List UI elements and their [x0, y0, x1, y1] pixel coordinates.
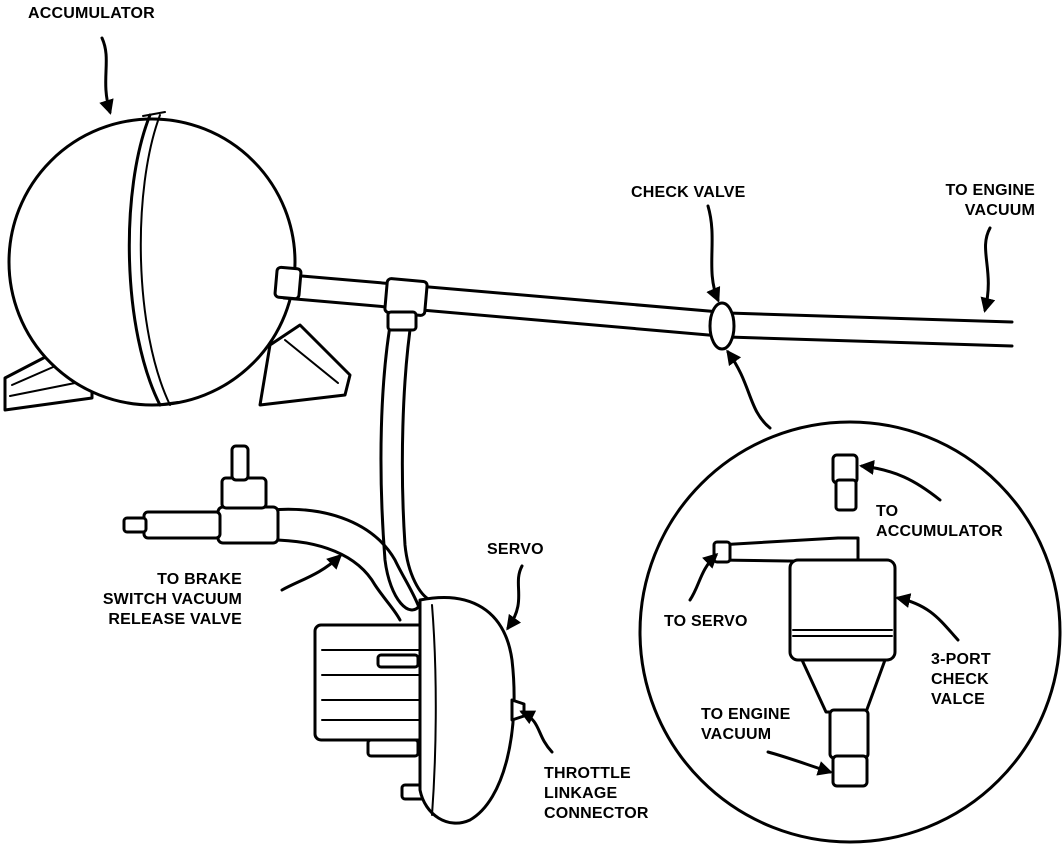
servo [313, 596, 526, 825]
label-line: VACUUM [701, 726, 772, 743]
label-line: VACUUM [964, 202, 1035, 219]
label-line: TO ENGINE [945, 182, 1035, 199]
label-to-servo: TO SERVO [664, 613, 748, 630]
label-line: ACCUMULATOR [876, 523, 1003, 540]
label-line: SWITCH VACUUM [102, 591, 242, 608]
label-to-brake-switch: TO BRAKE SWITCH VACUUM RELEASE VALVE [80, 570, 242, 630]
label-line: CHECK [931, 671, 989, 688]
check-valve-inset [638, 420, 1062, 844]
label-line: VALCE [931, 691, 986, 708]
label-line: TO BRAKE [157, 571, 242, 588]
label-to-engine-vacuum-top: TO ENGINE VACUUM [920, 181, 1035, 221]
callout-arrows [99, 36, 996, 776]
label-line: CONNECTOR [544, 805, 649, 822]
label-3-port-check-valve: 3-PORT CHECK VALCE [931, 650, 991, 710]
main-vacuum-line [273, 265, 1014, 351]
label-to-accumulator: TO ACCUMULATOR [876, 502, 1003, 542]
label-accumulator: ACCUMULATOR [28, 5, 155, 22]
label-servo: SERVO [487, 541, 544, 558]
label-line: TO ENGINE [701, 706, 791, 723]
brake-switch-hose [122, 444, 420, 622]
label-line: RELEASE VALVE [108, 611, 242, 628]
label-line: THROTTLE [544, 765, 631, 782]
label-line: TO [876, 503, 899, 520]
label-check-valve: CHECK VALVE [631, 184, 746, 201]
label-throttle-linkage: THROTTLE LINKAGE CONNECTOR [544, 764, 649, 824]
accumulator-sphere [7, 111, 297, 407]
label-to-engine-vacuum-inset: TO ENGINE VACUUM [701, 705, 791, 745]
servo-vacuum-hose [379, 310, 432, 612]
label-line: LINKAGE [544, 785, 618, 802]
label-line: 3-PORT [931, 651, 991, 668]
